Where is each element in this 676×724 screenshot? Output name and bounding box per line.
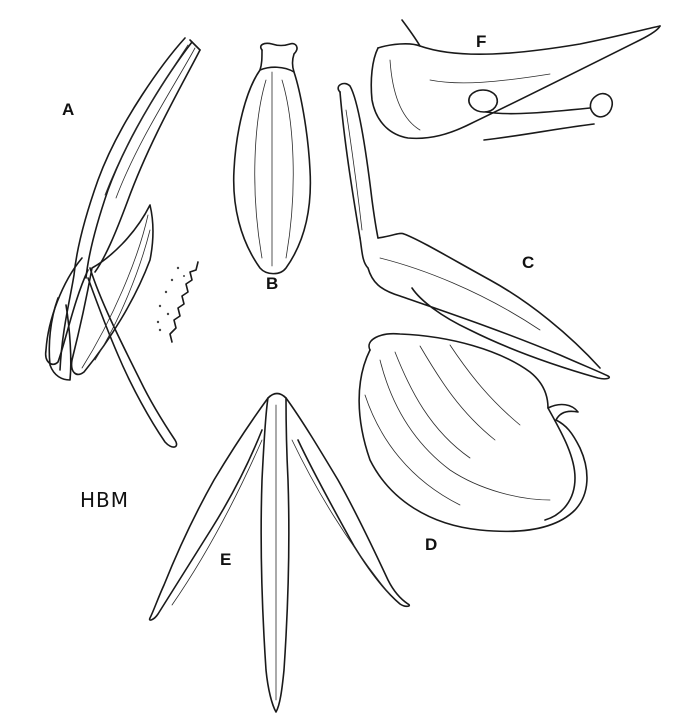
margin-detail xyxy=(156,261,199,343)
drawing-b xyxy=(232,42,312,275)
label-c: C xyxy=(522,253,535,272)
label-d: D xyxy=(425,535,438,554)
artist-signature: HBM xyxy=(80,488,130,512)
label-f: F xyxy=(476,32,487,51)
label-b: B xyxy=(266,274,279,293)
drawing-f xyxy=(370,19,661,141)
label-a: A xyxy=(62,100,75,119)
label-e: E xyxy=(220,550,232,569)
drawing-d xyxy=(358,332,588,533)
drawing-c xyxy=(337,82,611,380)
drawing-a xyxy=(44,37,201,448)
drawing-e xyxy=(148,392,411,713)
